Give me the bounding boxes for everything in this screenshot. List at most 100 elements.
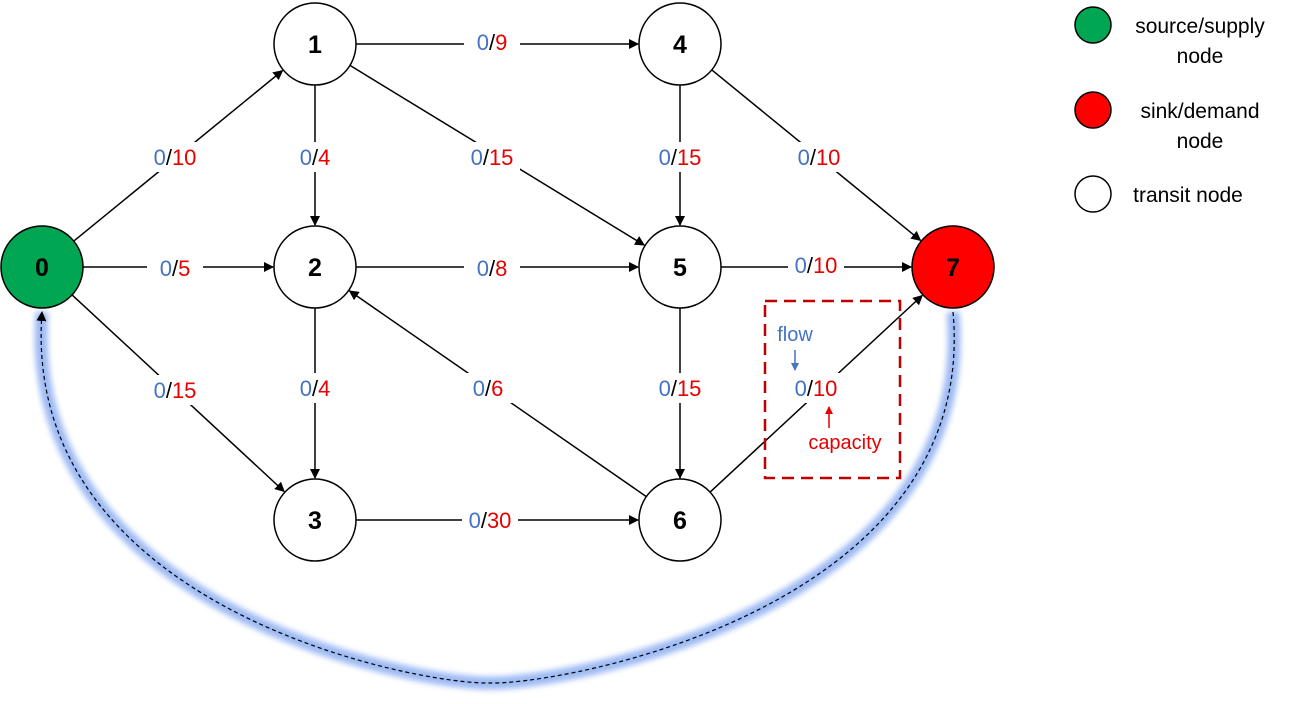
edge-label-1-2: 0/4 [300,145,331,170]
node-label: 7 [946,254,960,282]
flow-value: 0 [154,145,166,170]
source-node-circle [0,225,84,309]
capacity-value: 15 [677,145,701,170]
return-edge-glow [34,311,961,690]
edge-0-2: 0/5 [83,253,274,283]
flow-value: 0 [795,376,807,401]
flow-capacity-separator: / [481,508,488,533]
flow-capacity-separator: / [807,376,814,401]
legend: source/supplynodesink/demandnodetransit … [1074,6,1265,213]
edge-label-background [464,253,520,283]
transit-node-circle [273,478,357,562]
edge-label-0-3: 0/15 [154,378,197,403]
edge-label-0-2: 0/5 [160,256,191,281]
flow-value: 0 [473,376,485,401]
edge-label-2-3: 0/4 [300,376,331,401]
legend-item-transit: transit node [1074,175,1243,213]
edge-0-3: 0/15 [71,294,285,493]
flow-capacity-separator: / [807,253,814,278]
edge-0-1: 0/10 [73,69,284,242]
transit-node-circle [638,225,722,309]
edge-label-background [462,505,518,535]
node-4: 4 [638,2,722,86]
capacity-value: 10 [816,145,840,170]
node-label: 5 [673,254,687,282]
edge-label-background [147,253,203,283]
edge-label-0-1: 0/10 [154,145,197,170]
node-7: 7 [911,225,995,309]
edge-1-5: 0/15 [349,64,646,246]
edge-label-4-7: 0/10 [798,145,841,170]
capacity-value: 4 [318,376,330,401]
edge-label-background [652,142,708,172]
legend-label: node [1177,130,1224,153]
legend-swatch-transit [1074,175,1112,213]
capacity-value: 10 [172,145,196,170]
flow-value: 0 [477,256,489,281]
capacity-value: 5 [178,256,190,281]
edge-label-background [287,373,343,403]
capacity-value: 10 [813,253,837,278]
legend-label: transit node [1133,184,1243,207]
node-label: 4 [673,31,687,59]
edge-label-background [464,142,520,172]
flow-capacity-separator: / [483,145,490,170]
flow-value: 0 [300,145,312,170]
sink-node-circle [911,225,995,309]
flow-value: 0 [300,376,312,401]
node-6: 6 [638,478,722,562]
node-1: 1 [273,2,357,86]
flow-capacity-separator: / [489,30,496,55]
node-0: 0 [0,225,84,309]
flow-capacity-separator: / [671,145,678,170]
edge-label-background [147,142,203,172]
capacity-value: 10 [813,376,837,401]
edge-label-background [287,142,343,172]
edge-1-2: 0/4 [287,85,343,226]
edge-4-7: 0/10 [711,69,922,242]
capacity-value: 15 [489,145,513,170]
edge-1-4: 0/9 [356,27,639,57]
node-5: 5 [638,225,722,309]
edge-label-background [791,142,847,172]
flow-value: 0 [469,508,481,533]
flow-capacity-separator: / [312,376,319,401]
edge-label-background [464,27,520,57]
flow-capacity-separator: / [172,256,179,281]
edge-label-background [460,373,516,403]
flow-value: 0 [795,253,807,278]
flow-value: 0 [659,376,671,401]
capacity-value: 15 [677,376,701,401]
edge-6-7: 0/10 [709,294,923,493]
legend-label: source/supply [1135,15,1265,38]
flow-capacity-separator: / [810,145,817,170]
return-edge-line [36,311,955,684]
edge-6-2: 0/6 [348,290,647,498]
legend-swatch-source [1074,6,1112,44]
flow-capacity-separator: / [166,378,173,403]
return-edge-sink-to-source [34,311,961,690]
flow-capacity-separator: / [671,376,678,401]
flow-value: 0 [798,145,810,170]
node-2: 2 [273,225,357,309]
legend-swatch-sink [1074,91,1112,129]
capacity-value: 4 [318,145,330,170]
edge-label-5-7: 0/10 [795,253,838,278]
legend-item-source: source/supply node [1074,6,1265,68]
capacity-value: 15 [172,378,196,403]
capacity-value: 6 [491,376,503,401]
capacity-annotation-label: capacity [808,432,881,454]
legend-label: node [1177,45,1224,68]
transit-node-circle [638,2,722,86]
node-label: 0 [35,254,49,282]
capacity-value: 9 [495,30,507,55]
transit-node-circle [638,478,722,562]
edge-label-1-5: 0/15 [471,145,514,170]
edge-label-2-5: 0/8 [477,256,508,281]
flow-value: 0 [659,145,671,170]
edge-3-6: 0/30 [356,505,639,535]
flow-capacity-separator: / [485,376,492,401]
edge-label-6-2: 0/6 [473,376,504,401]
